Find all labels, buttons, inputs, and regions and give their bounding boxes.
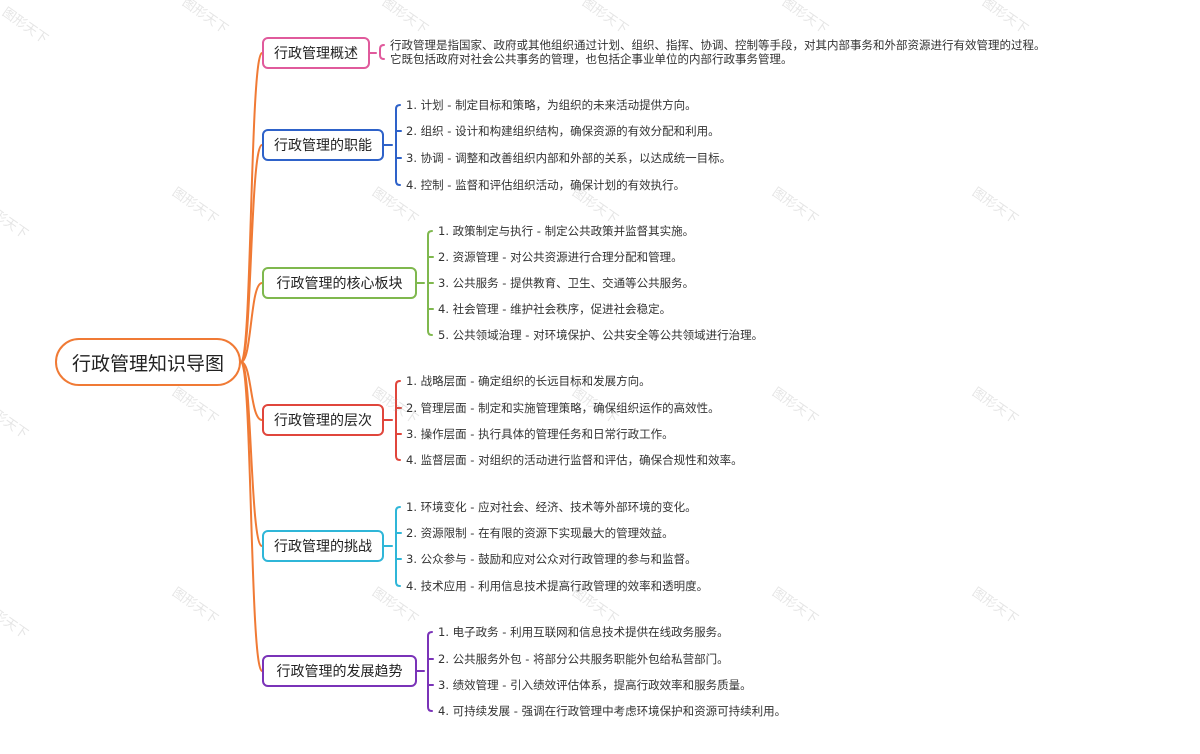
core-item[interactable]: 1. 政策制定与执行 - 制定公共政策并监督其实施。 bbox=[438, 224, 695, 238]
functions-item[interactable]: 3. 协调 - 调整和改善组织内部和外部的关系，以达成统一目标。 bbox=[406, 151, 732, 165]
levels-item[interactable]: 4. 监督层面 - 对组织的活动进行监督和评估，确保合规性和效率。 bbox=[406, 453, 743, 467]
branch-levels[interactable]: 行政管理的层次 bbox=[262, 404, 384, 436]
trends-item[interactable]: 1. 电子政务 - 利用互联网和信息技术提供在线政务服务。 bbox=[438, 625, 729, 639]
challenges-item[interactable]: 4. 技术应用 - 利用信息技术提高行政管理的效率和透明度。 bbox=[406, 579, 709, 593]
branch-challenges[interactable]: 行政管理的挑战 bbox=[262, 530, 384, 562]
trends-item[interactable]: 3. 绩效管理 - 引入绩效评估体系，提高行政效率和服务质量。 bbox=[438, 678, 752, 692]
challenges-item[interactable]: 1. 环境变化 - 应对社会、经济、技术等外部环境的变化。 bbox=[406, 500, 697, 514]
core-item[interactable]: 5. 公共领域治理 - 对环境保护、公共安全等公共领域进行治理。 bbox=[438, 328, 764, 342]
challenges-item[interactable]: 3. 公众参与 - 鼓励和应对公众对行政管理的参与和监督。 bbox=[406, 552, 697, 566]
trends-item[interactable]: 4. 可持续发展 - 强调在行政管理中考虑环境保护和资源可持续利用。 bbox=[438, 704, 787, 718]
branch-trends[interactable]: 行政管理的发展趋势 bbox=[262, 655, 417, 687]
core-item[interactable]: 2. 资源管理 - 对公共资源进行合理分配和管理。 bbox=[438, 250, 683, 264]
levels-item[interactable]: 3. 操作层面 - 执行具体的管理任务和日常行政工作。 bbox=[406, 427, 674, 441]
connector-line bbox=[379, 44, 385, 60]
connector-line bbox=[395, 506, 401, 587]
connector-line bbox=[427, 631, 433, 712]
connector-line bbox=[395, 380, 401, 461]
root-node[interactable]: 行政管理知识导图 bbox=[55, 338, 241, 386]
overview-text-line: 行政管理是指国家、政府或其他组织通过计划、组织、指挥、协调、控制等手段，对其内部… bbox=[390, 38, 1046, 52]
connector-line bbox=[240, 144, 263, 363]
functions-item[interactable]: 2. 组织 - 设计和构建组织结构，确保资源的有效分配和利用。 bbox=[406, 124, 720, 138]
levels-item[interactable]: 1. 战略层面 - 确定组织的长远目标和发展方向。 bbox=[406, 374, 651, 388]
levels-item[interactable]: 2. 管理层面 - 制定和实施管理策略，确保组织运作的高效性。 bbox=[406, 401, 720, 415]
core-item[interactable]: 4. 社会管理 - 维护社会秩序，促进社会稳定。 bbox=[438, 302, 672, 316]
overview-text-line: 它既包括政府对社会公共事务的管理，也包括企事业单位的内部行政事务管理。 bbox=[390, 52, 793, 66]
connector-line bbox=[395, 104, 401, 186]
challenges-item[interactable]: 2. 资源限制 - 在有限的资源下实现最大的管理效益。 bbox=[406, 526, 674, 540]
branch-core[interactable]: 行政管理的核心板块 bbox=[262, 267, 417, 299]
core-item[interactable]: 3. 公共服务 - 提供教育、卫生、交通等公共服务。 bbox=[438, 276, 695, 290]
trends-item[interactable]: 2. 公共服务外包 - 将部分公共服务职能外包给私营部门。 bbox=[438, 652, 729, 666]
functions-item[interactable]: 4. 控制 - 监督和评估组织活动，确保计划的有效执行。 bbox=[406, 178, 686, 192]
branch-functions[interactable]: 行政管理的职能 bbox=[262, 129, 384, 161]
connector-line bbox=[240, 361, 263, 672]
connector-line bbox=[240, 282, 263, 363]
branch-overview[interactable]: 行政管理概述 bbox=[262, 37, 370, 69]
connector-line bbox=[240, 361, 263, 421]
functions-item[interactable]: 1. 计划 - 制定目标和策略，为组织的未来活动提供方向。 bbox=[406, 98, 697, 112]
